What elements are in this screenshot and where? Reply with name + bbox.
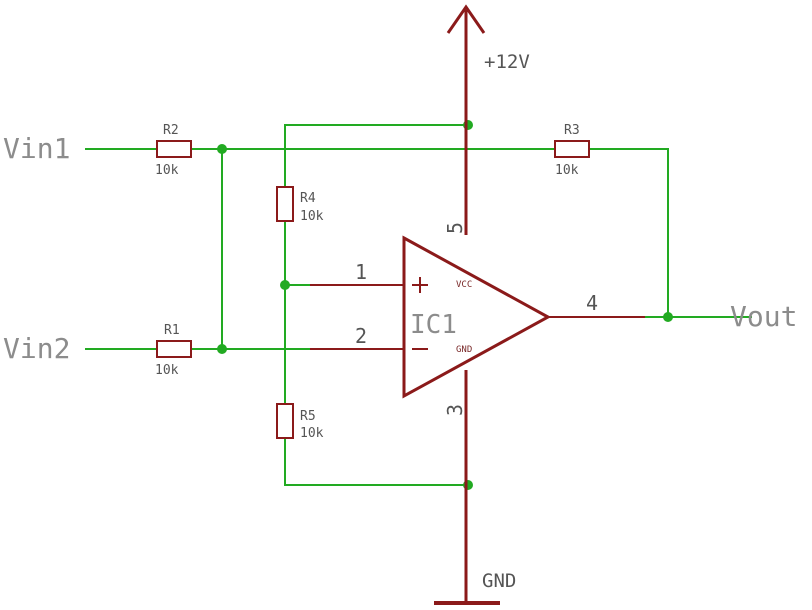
junction-out [663,312,673,322]
r1-name: R1 [164,323,180,338]
pin3-number: 3 [443,404,467,416]
resistor-r5 [276,403,294,439]
pin5-number: 5 [443,222,467,234]
r4-name: R4 [300,191,316,206]
r3-value: 10k [555,163,579,178]
junction-vin1 [217,144,227,154]
wire-vcc-r4 [284,124,468,187]
vcc-arrow-icon [446,4,486,34]
junction-noninv [280,280,290,290]
wires [85,124,752,486]
supply-label: +12V [484,51,530,73]
pin4-number: 4 [586,291,598,315]
wire-r3-out [589,148,669,317]
vin1-label: Vin1 [3,132,70,165]
power-rail [434,4,500,605]
resistor-r2 [156,140,192,158]
opamp-triangle [402,235,552,399]
r3-name: R3 [564,123,580,138]
r2-value: 10k [155,163,179,178]
opamp-gnd-label: GND [456,345,472,355]
resistor-r4 [276,186,294,222]
junctions [217,120,673,490]
junction-vin2 [217,344,227,354]
vout-label: Vout [730,300,797,333]
opamp-vcc-label: VCC [456,280,472,290]
opamp-plus-icon [412,277,428,293]
wire-r5-gnd [284,438,468,486]
resistors [156,140,590,439]
opamp-name: IC1 [410,310,457,340]
resistor-r1 [156,340,192,358]
resistor-r3 [554,140,590,158]
vin2-label: Vin2 [3,332,70,365]
ground-label: GND [482,570,516,592]
r5-name: R5 [300,409,316,424]
pin1-number: 1 [355,260,367,284]
r2-name: R2 [163,123,179,138]
r5-value: 10k [300,426,324,441]
pin2-number: 2 [355,324,367,348]
r4-value: 10k [300,209,324,224]
r1-value: 10k [155,363,179,378]
opamp [310,235,645,399]
